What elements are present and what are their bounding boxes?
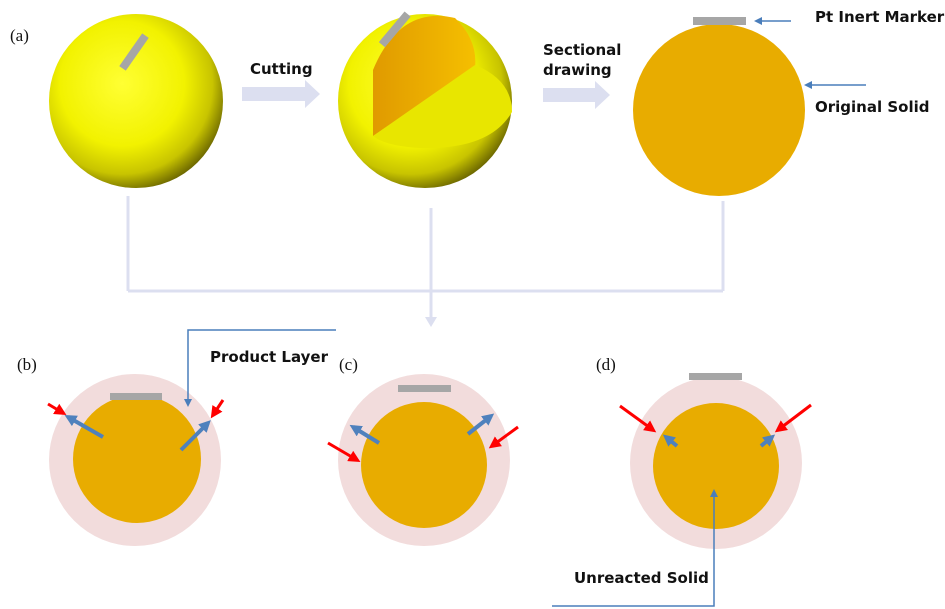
product-layer-label: Product Layer (210, 348, 329, 366)
inward-arrow (774, 403, 812, 433)
whole-sphere (49, 14, 223, 188)
pt-marker (693, 17, 746, 25)
cutting-label: Cutting (250, 60, 313, 78)
outward-arrow (179, 420, 211, 452)
pt-marker (398, 385, 451, 392)
panel-label-c: (c) (339, 355, 358, 374)
inward-arrow (327, 441, 361, 463)
outward-arrow (759, 434, 776, 448)
panel-label-d: (d) (596, 355, 616, 374)
outward-arrow (64, 415, 104, 439)
sectional-label-line1: Sectional (543, 41, 621, 59)
unreacted-solid-label: Unreacted Solid (574, 569, 709, 587)
pt-marker (119, 33, 149, 71)
particle-b (47, 374, 225, 546)
outward-arrow (466, 413, 495, 436)
sectional-arrow (543, 81, 610, 109)
particle-c (327, 374, 519, 546)
product-layer-pointer (184, 329, 336, 407)
outward-arrow (349, 424, 381, 445)
pt-marker (689, 373, 742, 380)
panel-label-b: (b) (17, 355, 37, 374)
flow-connector (126, 196, 725, 318)
outward-arrow (662, 434, 679, 448)
pt-marker (110, 393, 162, 400)
cutting-arrow (242, 80, 320, 108)
original-solid-label: Original Solid (815, 98, 929, 116)
unreacted-solid-pointer (552, 489, 718, 607)
inward-arrow (619, 404, 657, 433)
pt-marker (378, 11, 411, 48)
particle-d (619, 373, 812, 549)
inward-arrow (210, 399, 225, 419)
panel-label-a: (a) (10, 26, 29, 45)
flow-down-arrowhead (425, 317, 437, 327)
inward-arrow (47, 402, 67, 416)
original-solid-section (633, 17, 805, 196)
cut-sphere (338, 11, 512, 188)
sectional-label-line2: drawing (543, 61, 612, 79)
inward-arrow (488, 425, 519, 449)
pt-inert-marker-label: Pt Inert Marker (815, 8, 945, 26)
